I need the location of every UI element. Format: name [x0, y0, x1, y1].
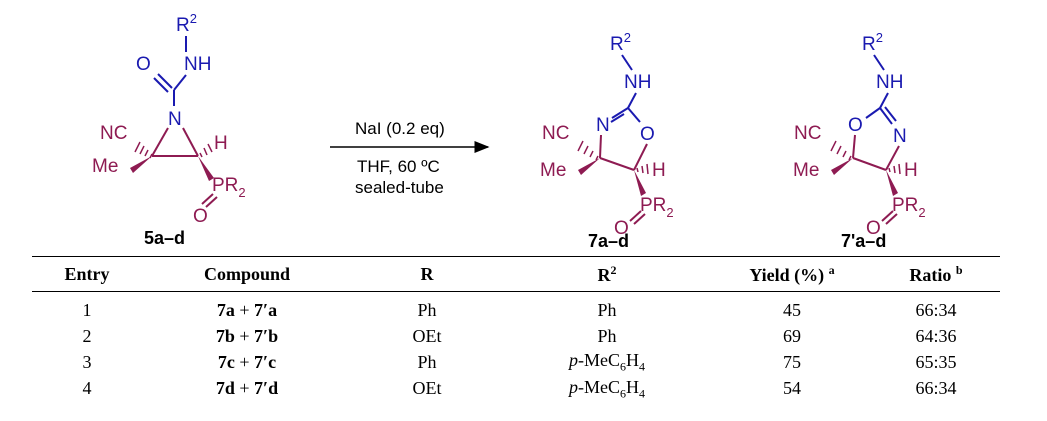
hydrogen-label: H	[904, 160, 918, 181]
cell-compound: 7c + 7′c	[217, 351, 277, 372]
phosphonyl-label: PR2	[212, 175, 246, 200]
cell-yield: 69	[783, 325, 801, 346]
header-compound: Compound	[142, 256, 352, 292]
table-header-row: Entry Compound R R2 Yield (%) a Ratio b	[32, 256, 1000, 292]
header-r2: R2	[502, 256, 712, 292]
table-row: 3 7c + 7′c Ph p-MeC6H4 75 65:35	[32, 349, 1000, 376]
phosphoryl-oxygen-label: O	[866, 218, 881, 239]
cell-entry: 4	[82, 378, 92, 399]
starting-material-5: R2 NH O N NC Me H PR2	[92, 11, 246, 248]
cell-r2: Ph	[597, 299, 617, 320]
product-7: R2 NH N O NC Me H PR2	[540, 30, 674, 250]
hydrogen-label: H	[214, 133, 228, 154]
cell-ratio: 66:34	[915, 299, 957, 320]
compound-label-7-prime: 7'a–d	[841, 231, 886, 250]
compound-label-5: 5a–d	[144, 228, 185, 248]
reaction-scheme: R2 NH O N NC Me H PR2	[92, 11, 926, 250]
phosphoryl-oxygen-label: O	[614, 218, 629, 239]
nitrile-label: NC	[542, 123, 569, 144]
header-entry: Entry	[32, 256, 142, 292]
table-row: 4 7d + 7′d OEt p-MeC6H4 54 66:34	[32, 376, 1000, 406]
methyl-label: Me	[793, 160, 819, 181]
cell-ratio: 66:34	[915, 378, 957, 399]
header-yield: Yield (%) a	[712, 256, 872, 292]
nitrogen-label: N	[596, 115, 610, 136]
solvent-text: THF, 60 ºC	[357, 157, 440, 176]
nitrogen-label: N	[893, 126, 907, 147]
vessel-text: sealed-tube	[355, 178, 444, 197]
cell-entry: 3	[82, 351, 92, 372]
header-r: R	[352, 256, 502, 292]
nitrogen-label: N	[168, 109, 182, 130]
nh-label: NH	[184, 54, 211, 75]
nitrile-label: NC	[794, 123, 821, 144]
phosphonyl-label: PR2	[892, 195, 926, 220]
cell-ratio: 64:36	[915, 325, 957, 346]
reaction-conditions: NaI (0.2 eq) THF, 60 ºC sealed-tube	[330, 119, 490, 197]
cell-compound: 7b + 7′b	[215, 325, 279, 346]
product-7-prime: R2 NH O N NC Me H PR2	[793, 30, 926, 250]
r2-label: R2	[610, 30, 631, 55]
compound-label-7: 7a–d	[588, 231, 629, 250]
nitrile-label: NC	[100, 123, 127, 144]
methyl-label: Me	[540, 160, 566, 181]
cell-r: OEt	[412, 325, 442, 346]
results-table: Entry Compound R R2 Yield (%) a Ratio b …	[32, 256, 1000, 405]
cell-yield: 45	[783, 299, 801, 320]
cell-ratio: 65:35	[915, 351, 957, 372]
header-ratio: Ratio b	[872, 256, 1000, 292]
cell-compound: 7d + 7′d	[215, 378, 279, 399]
cell-entry: 1	[82, 299, 92, 320]
nh-label: NH	[876, 72, 903, 93]
cell-compound: 7a + 7′a	[216, 299, 278, 320]
cell-r: Ph	[417, 299, 437, 320]
cell-entry: 2	[82, 325, 92, 346]
cell-r: OEt	[412, 378, 442, 399]
cell-yield: 75	[783, 351, 801, 372]
methyl-label: Me	[92, 156, 118, 177]
phosphonyl-label: PR2	[640, 195, 674, 220]
r2-label: R2	[862, 30, 883, 55]
oxygen-label: O	[136, 54, 151, 75]
nh-label: NH	[624, 72, 651, 93]
reagent-text: NaI (0.2 eq)	[355, 119, 445, 138]
table-row: 2 7b + 7′b OEt Ph 69 64:36	[32, 323, 1000, 349]
oxygen-label: O	[640, 124, 655, 145]
cell-r: Ph	[417, 351, 437, 372]
cell-r2: p-MeC6H4	[569, 376, 645, 401]
r2-label: R2	[176, 11, 197, 36]
phosphoryl-oxygen-label: O	[193, 206, 208, 227]
cell-yield: 54	[783, 378, 801, 399]
hydrogen-label: H	[652, 160, 666, 181]
table-row: 1 7a + 7′a Ph Ph 45 66:34	[32, 292, 1000, 324]
cell-r2: p-MeC6H4	[569, 350, 645, 374]
oxygen-label: O	[848, 115, 863, 136]
cell-r2: Ph	[597, 325, 617, 346]
